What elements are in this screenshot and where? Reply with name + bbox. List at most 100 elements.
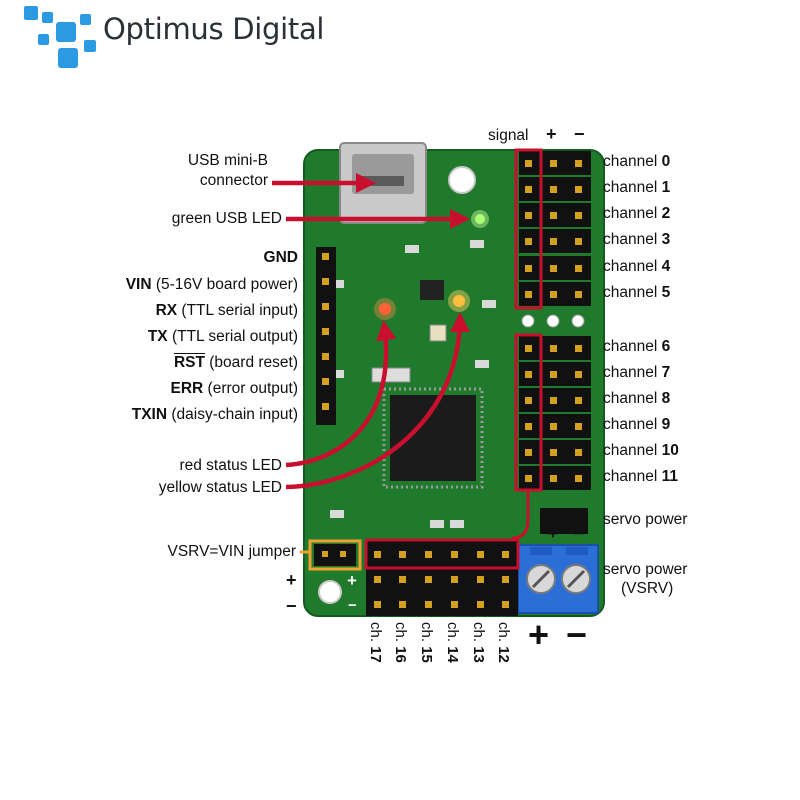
header-pin xyxy=(575,345,582,352)
bottom-pin xyxy=(451,601,458,608)
vsrv-jumper-label: VSRV=VIN jumper xyxy=(167,543,296,560)
vsrv-jumper-highlight xyxy=(308,539,362,571)
red-status-led-icon xyxy=(379,303,391,315)
header-pin xyxy=(550,371,557,378)
header-pin xyxy=(525,160,532,167)
signal-highlight-top xyxy=(514,148,543,310)
channel-label-3: channel 3 xyxy=(603,231,670,249)
channel-word: channel xyxy=(603,338,662,355)
bottom-pin xyxy=(451,551,458,558)
bottom-channel-label-17: ch. 17 xyxy=(367,622,384,663)
yellow-led-label: yellow status LED xyxy=(158,479,282,496)
bottom-channel-label-12: ch. 12 xyxy=(495,622,512,663)
terminal-plus-label: + xyxy=(528,614,550,655)
header-pin xyxy=(550,265,557,272)
err-label: ERR (error output) xyxy=(170,380,299,397)
channel-number: 16 xyxy=(392,646,409,663)
channel-word: channel xyxy=(603,390,662,407)
header-signal-label: signal xyxy=(488,127,529,144)
left-pin xyxy=(322,278,329,285)
header-pin xyxy=(525,475,532,482)
servo-power-vsrv-line1: servo power xyxy=(603,561,688,578)
channel-word: ch. xyxy=(470,622,487,647)
channel-number: 6 xyxy=(661,338,671,355)
header-pin xyxy=(575,371,582,378)
header-pin xyxy=(575,291,582,298)
channel-number: 17 xyxy=(367,646,384,663)
bottom-pin xyxy=(399,601,406,608)
header-pin xyxy=(575,449,582,456)
left-plus-label: + xyxy=(286,570,297,590)
bottom-pin xyxy=(477,551,484,558)
red-led-arrow xyxy=(285,319,397,468)
bottom-pin xyxy=(425,551,432,558)
channel-label-11: channel 11 xyxy=(603,468,678,486)
rx-label: RX (TTL serial input) xyxy=(155,302,298,319)
bottom-pin xyxy=(502,601,509,608)
left-pin-header xyxy=(316,247,336,425)
board-plus-label: + xyxy=(347,571,357,590)
channel-label-6: channel 6 xyxy=(603,338,670,356)
header-pin xyxy=(575,475,582,482)
gnd-label: GND xyxy=(263,249,298,266)
channel-number: 13 xyxy=(470,646,487,663)
green-led-label: green USB LED xyxy=(171,210,282,227)
usb-label-line1: USB mini-B xyxy=(187,152,268,169)
terminal-minus-label: − xyxy=(566,614,588,655)
channel-number: 0 xyxy=(661,153,671,170)
channel-number: 2 xyxy=(661,205,671,222)
channel-word: channel xyxy=(603,284,662,301)
bottom-pin xyxy=(399,576,406,583)
channel-label-5: channel 5 xyxy=(603,284,670,302)
green-usb-led-icon xyxy=(475,214,485,224)
power-plus-small-label: + xyxy=(548,524,558,543)
channel-label-8: channel 8 xyxy=(603,390,670,408)
header-pin xyxy=(550,212,557,219)
bottom-pin xyxy=(477,576,484,583)
vin-label: VIN (5-16V board power) xyxy=(125,276,298,293)
header-pin xyxy=(525,238,532,245)
channel-number: 4 xyxy=(661,258,671,275)
bottom-pin xyxy=(374,551,381,558)
pad xyxy=(521,314,535,328)
left-pin xyxy=(322,378,329,385)
left-pin xyxy=(322,253,329,260)
channel-number: 15 xyxy=(418,646,435,663)
txin-label: TXIN (daisy-chain input) xyxy=(131,406,298,423)
header-pin xyxy=(525,449,532,456)
header-pin xyxy=(575,160,582,167)
header-pin xyxy=(550,160,557,167)
bottom-pin xyxy=(374,601,381,608)
channel-label-10: channel 10 xyxy=(603,442,679,460)
header-pin xyxy=(550,475,557,482)
board-minus-label: − xyxy=(348,597,357,614)
channel-number: 12 xyxy=(495,646,512,663)
channel-label-7: channel 7 xyxy=(603,364,670,382)
header-pin xyxy=(525,345,532,352)
channel-label-0: channel 0 xyxy=(603,153,670,171)
channel-label-4: channel 4 xyxy=(603,258,670,276)
left-pin xyxy=(322,303,329,310)
header-pin xyxy=(525,423,532,430)
header-pin xyxy=(550,186,557,193)
header-pin xyxy=(550,423,557,430)
header-pin xyxy=(550,345,557,352)
header-pin xyxy=(525,265,532,272)
bottom-pin xyxy=(451,576,458,583)
power-minus-small-label: − xyxy=(574,524,584,543)
channel-word: channel xyxy=(603,258,662,275)
channel-word: channel xyxy=(603,442,662,459)
channel-number: 5 xyxy=(661,284,671,301)
channel-word: channel xyxy=(603,231,662,248)
optimus-digital-logo-icon xyxy=(24,6,96,68)
left-minus-label: − xyxy=(286,596,297,616)
channel-label-9: channel 9 xyxy=(603,416,670,434)
header-pin xyxy=(525,371,532,378)
yellow-status-led-icon xyxy=(453,295,465,307)
bottom-pin xyxy=(502,551,509,558)
channel-word: channel xyxy=(603,153,662,170)
header-minus-label: − xyxy=(574,124,585,144)
usb-label-line2: connector xyxy=(199,172,268,189)
channel-number: 7 xyxy=(661,364,671,381)
